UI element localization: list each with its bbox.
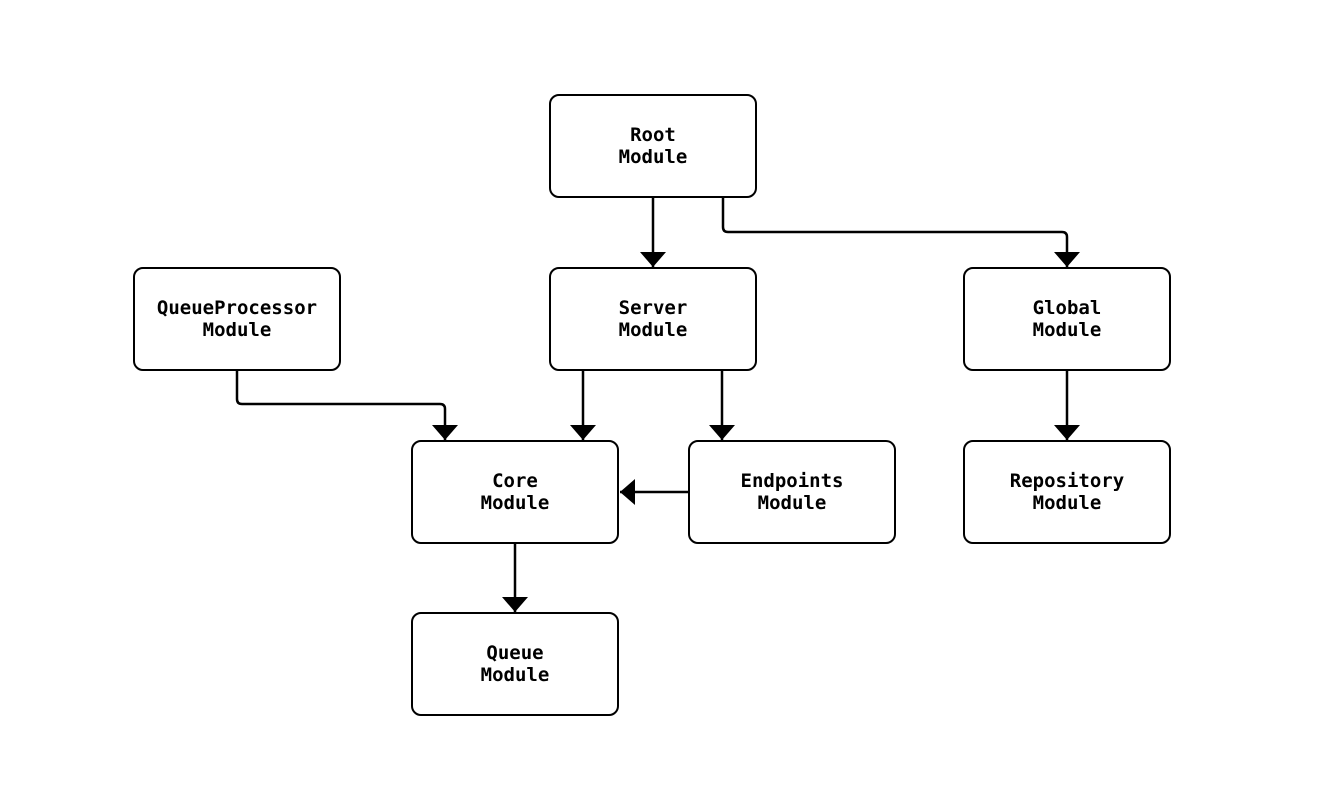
node-queue-module: Queue Module	[411, 612, 619, 716]
node-queueprocessor-module: QueueProcessor Module	[133, 267, 341, 371]
edge-queueprocessor-to-core	[235, 371, 458, 440]
node-global-module-label: Global Module	[1032, 297, 1102, 341]
node-root-module: Root Module	[549, 94, 757, 198]
node-global-module: Global Module	[963, 267, 1171, 371]
node-core-module: Core Module	[411, 440, 619, 544]
node-core-module-label: Core Module	[480, 470, 550, 514]
node-endpoints-module-label: Endpoints Module	[740, 470, 844, 514]
node-repository-module: Repository Module	[963, 440, 1171, 544]
edge-root-to-global	[721, 198, 1080, 267]
node-root-module-label: Root Module	[618, 124, 688, 168]
node-server-module-label: Server Module	[618, 297, 688, 341]
node-server-module: Server Module	[549, 267, 757, 371]
node-repository-module-label: Repository Module	[1009, 470, 1125, 514]
node-endpoints-module: Endpoints Module	[688, 440, 896, 544]
node-queueprocessor-module-label: QueueProcessor Module	[156, 297, 318, 341]
node-queue-module-label: Queue Module	[480, 642, 550, 686]
